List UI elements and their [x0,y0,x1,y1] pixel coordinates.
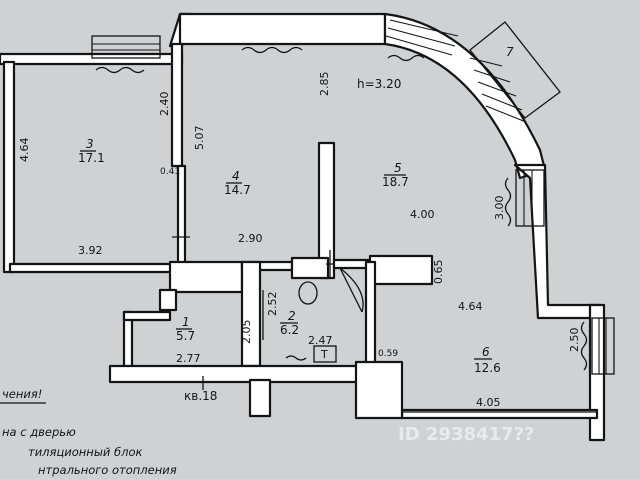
room-6-number: 6 [482,345,490,359]
wall-middle-column [290,256,330,280]
wall-top-main [178,12,387,46]
dim-room3-height: 4.64 [18,138,31,163]
wall-partition-3-4-lower [176,164,187,266]
dim-3-00: 3.00 [493,196,506,221]
fixture-letter: T [320,348,328,361]
dim-2-05: 2.05 [240,320,253,345]
dim-2-90: 2.90 [238,232,263,245]
dim-3-92: 3.92 [78,244,103,257]
room-4-number: 4 [232,169,240,183]
dim-5-07: 5.07 [193,126,206,151]
walls [0,12,606,442]
dim-4-64-room6: 4.64 [458,300,483,313]
ceiling-height: h=3.20 [357,77,401,91]
radiator-room5 [387,54,425,62]
room-5-number: 5 [394,161,402,175]
legend-line-4: нтрального отопления [38,463,177,477]
balcony-room7 [469,21,561,119]
room-3-area: 17.1 [78,151,105,165]
wall-bottom-right [400,408,599,420]
dim-2-52: 2.52 [266,292,279,317]
wall-right-outer [588,303,606,442]
wall-bottom-right-block [354,360,404,420]
apartment-label: кв.18 [184,389,217,403]
bath-fixtures [262,250,364,363]
door-swing-bath [339,267,364,313]
room-2-area: 6.2 [280,323,299,337]
legend-line-2: на с дверью [2,425,76,439]
radiator-bath [285,355,307,361]
radiator-room4 [241,46,303,54]
window-room3 [91,35,161,59]
radiator-room3 [95,66,145,74]
wall-curved [383,12,547,180]
dim-2-50: 2.50 [568,328,581,353]
dim-2-47: 2.47 [308,334,333,347]
dimension-ticks [172,236,597,413]
fixture-t-box [313,345,337,363]
window-right [515,169,545,227]
watermark: ID 2938417?? [398,424,534,445]
legend: чения! на с дверью тиляционный блок нтра… [0,387,177,477]
window-room6 [591,317,615,375]
labels: h=3.20 3 17.1 4 14.7 5 18.7 1 5.7 2 6.2 … [18,45,581,409]
wall-top-left [0,52,184,66]
dim-2-40: 2.40 [158,92,171,117]
wall-bath-right [364,260,377,368]
dim-0-41: 0.41 [160,167,180,177]
duct-line [326,250,334,278]
dim-0-59: 0.59 [378,349,398,359]
windows [91,19,615,375]
window-curved [385,19,527,123]
wall-bath-left [240,260,262,368]
room-1-number: 1 [182,315,190,329]
dim-2-77: 2.77 [176,352,201,365]
wall-bottom-left [108,364,374,384]
wall-room1-top [122,310,172,322]
room-3-number: 3 [86,137,94,151]
radiators [95,46,588,371]
wall-bottom-room3 [8,262,174,274]
radiator-right [504,177,512,227]
dim-2-85: 2.85 [318,72,331,97]
room-7-number: 7 [506,45,514,59]
dim-0-65: 0.65 [432,260,445,285]
room-6-area: 12.6 [474,361,501,375]
wall-room1-inner [158,288,178,312]
wall-bottom-stub [248,378,272,418]
room-4-area: 14.7 [224,183,251,197]
wall-middle-block [368,254,434,286]
room-1-area: 5.7 [176,329,195,343]
dim-4-05: 4.05 [476,396,501,409]
dim-4-00: 4.00 [410,208,435,221]
wall-partition-3-4 [170,42,184,168]
legend-line-1: чения! [2,387,42,401]
wall-right [513,163,602,320]
legend-line-3: тиляционный блок [28,445,143,459]
room-2-number: 2 [288,309,296,323]
toilet [298,281,318,305]
wall-middle-left [168,260,244,294]
radiator-room6 [580,321,588,371]
room-5-area: 18.7 [382,175,409,189]
wall-left-room3 [2,60,16,274]
